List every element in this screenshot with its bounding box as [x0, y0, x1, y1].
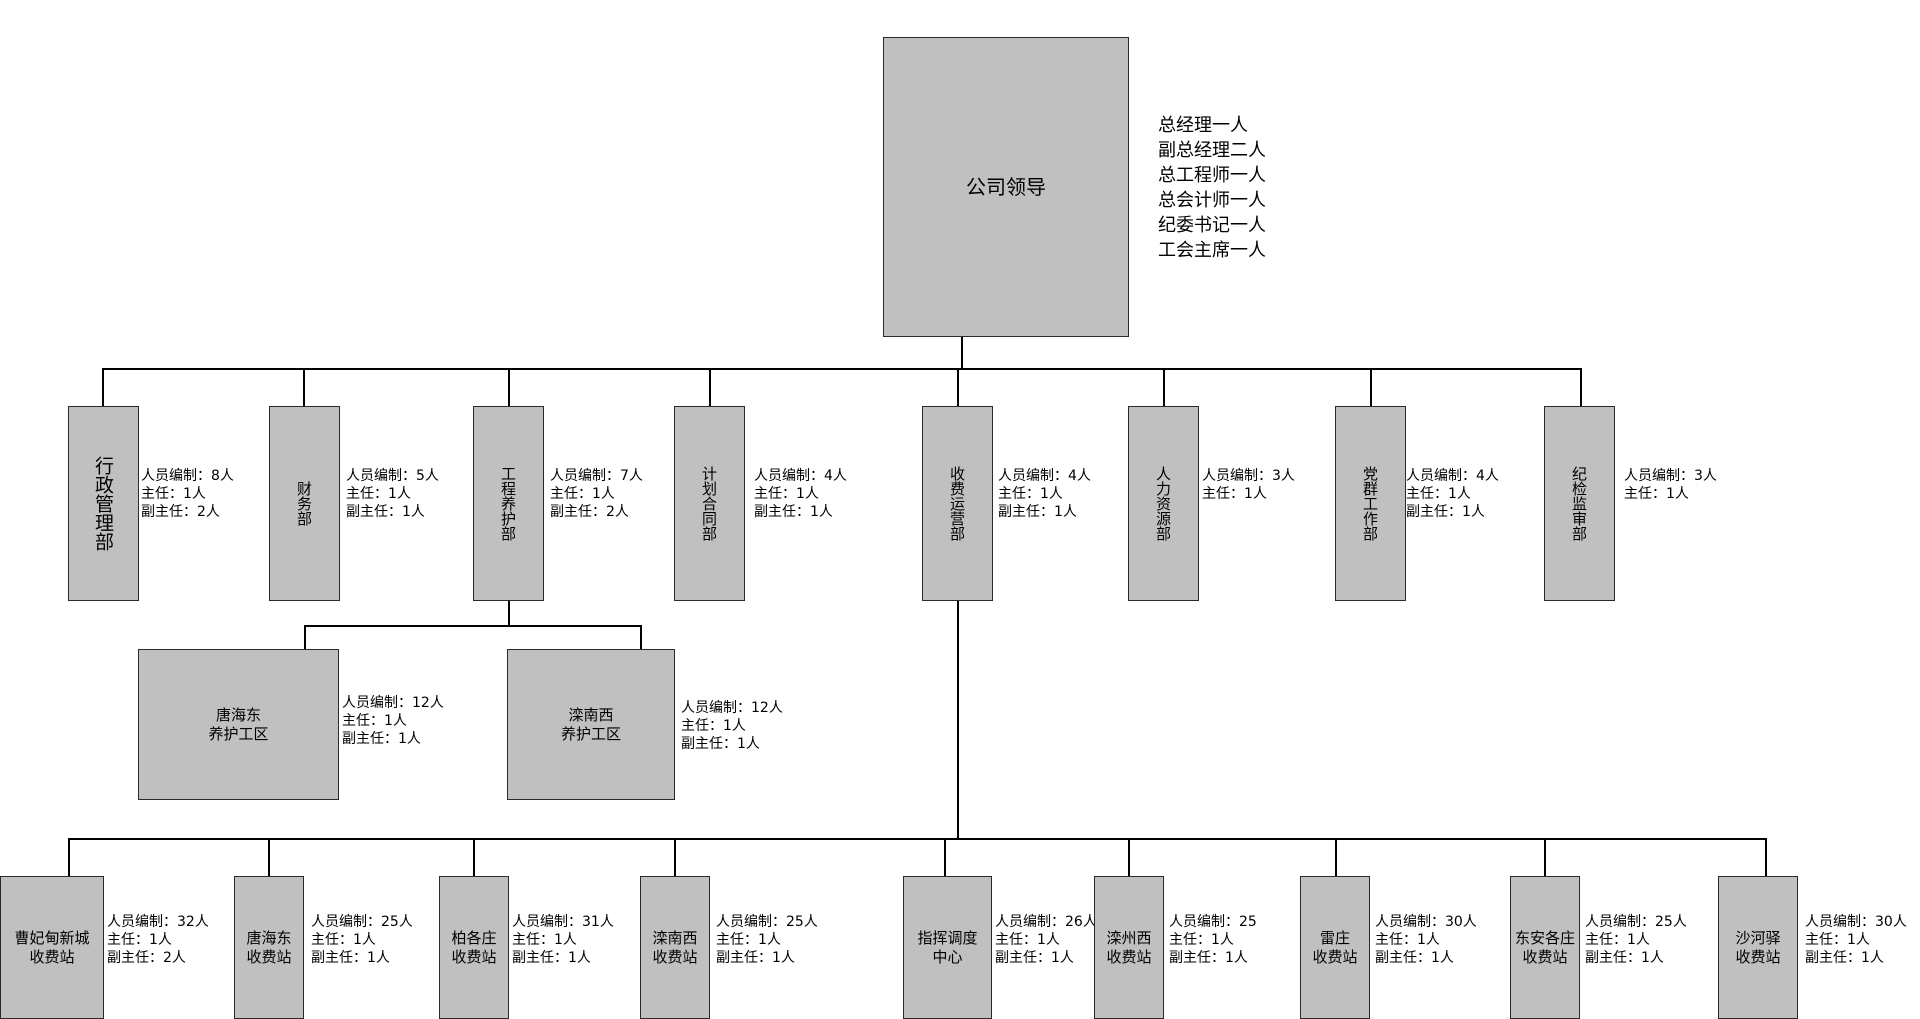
connector-dept-8: [1580, 368, 1582, 407]
station-notes: 人员编制：31人 主任：1人 副主任：1人: [512, 914, 614, 966]
dept-name: 工程养护部: [499, 466, 517, 541]
workarea-box: 滦南西 养护工区: [507, 649, 675, 800]
station-box: 滦南西 收费站: [640, 876, 710, 1019]
station-notes: 人员编制：32人 主任：1人 副主任：2人: [107, 914, 209, 966]
station-notes: 人员编制：25人 主任：1人 副主任：1人: [716, 914, 818, 966]
station-box: 柏各庄 收费站: [439, 876, 509, 1019]
connector-station-5: [944, 838, 946, 877]
dept-notes: 人员编制：4人 主任：1人 副主任：1人: [754, 468, 847, 520]
station-box: 沙河驿 收费站: [1718, 876, 1798, 1019]
connector-dept-2: [303, 368, 305, 407]
dept-notes: 人员编制：3人 主任：1人: [1624, 468, 1717, 502]
station-box: 雷庄 收费站: [1300, 876, 1370, 1019]
connector-workarea-2: [640, 625, 642, 649]
dept-notes: 人员编制：8人 主任：1人 副主任：2人: [141, 468, 234, 520]
connector-station-9: [1765, 838, 1767, 877]
dept-notes: 人员编制：4人 主任：1人 副主任：1人: [998, 468, 1091, 520]
connector-engineering-down: [508, 600, 510, 626]
dept-notes: 人员编制：7人 主任：1人 副主任：2人: [550, 468, 643, 520]
connector-dept-bus: [102, 368, 1582, 370]
dept-name: 人力资源部: [1154, 466, 1172, 541]
connector-dept-6: [1163, 368, 1165, 407]
station-name: 唐海东 收费站: [246, 928, 292, 966]
dept-box-finance: 财务部: [269, 406, 340, 601]
connector-station-3: [473, 838, 475, 877]
connector-dept-3: [508, 368, 510, 407]
station-name: 东安各庄 收费站: [1514, 928, 1575, 966]
station-notes: 人员编制：25人 主任：1人 副主任：1人: [311, 914, 413, 966]
connector-station-bus: [68, 838, 1767, 840]
workarea-name: 滦南西 养护工区: [560, 705, 621, 743]
station-name: 沙河驿 收费站: [1735, 928, 1781, 966]
station-name: 滦州西 收费站: [1106, 928, 1152, 966]
leader-notes: 总经理一人 副总经理二人 总工程师一人 总会计师一人 纪委书记一人 工会主席一人: [1158, 115, 1266, 261]
station-notes: 人员编制：30人 主任：1人 副主任：1人: [1805, 914, 1907, 966]
dept-box-discipline: 纪检监审部: [1544, 406, 1615, 601]
station-name: 曹妃甸新城 收费站: [14, 928, 90, 966]
dept-box-party: 党群工作部: [1335, 406, 1406, 601]
station-name: 柏各庄 收费站: [451, 928, 497, 966]
dept-name: 收费运营部: [948, 466, 966, 541]
connector-station-4: [674, 838, 676, 877]
connector-dept-1: [102, 368, 104, 407]
connector-workarea-1: [304, 625, 306, 649]
station-notes: 人员编制：26人 主任：1人 副主任：1人: [995, 914, 1097, 966]
station-name: 滦南西 收费站: [652, 928, 698, 966]
dept-notes: 人员编制：3人 主任：1人: [1202, 468, 1295, 502]
dept-name: 党群工作部: [1361, 466, 1379, 541]
dept-box-planning: 计划合同部: [674, 406, 745, 601]
connector-station-2: [268, 838, 270, 877]
station-box: 东安各庄 收费站: [1510, 876, 1580, 1019]
dept-box-hr: 人力资源部: [1128, 406, 1199, 601]
connector-dept-7: [1370, 368, 1372, 407]
station-box: 指挥调度 中心: [903, 876, 992, 1019]
dept-name: 计划合同部: [700, 466, 718, 541]
connector-station-6: [1128, 838, 1130, 877]
leader-title: 公司领导: [966, 174, 1046, 199]
station-name: 指挥调度 中心: [917, 928, 978, 966]
dept-box-engineering: 工程养护部: [473, 406, 544, 601]
station-notes: 人员编制：25 主任：1人 副主任：1人: [1169, 914, 1257, 966]
station-name: 雷庄 收费站: [1312, 928, 1358, 966]
workarea-name: 唐海东 养护工区: [208, 705, 269, 743]
dept-notes: 人员编制：5人 主任：1人 副主任：1人: [346, 468, 439, 520]
connector-dept-4: [709, 368, 711, 407]
connector-workarea-bus: [304, 625, 642, 627]
station-notes: 人员编制：30人 主任：1人 副主任：1人: [1375, 914, 1477, 966]
dept-notes: 人员编制：4人 主任：1人 副主任：1人: [1406, 468, 1499, 520]
workarea-notes: 人员编制：12人 主任：1人 副主任：1人: [681, 700, 783, 752]
connector-leader-down: [961, 337, 963, 369]
leader-box: 公司领导: [883, 37, 1129, 337]
dept-box-toll: 收费运营部: [922, 406, 993, 601]
dept-name: 财务部: [295, 481, 313, 526]
connector-dept-5: [957, 368, 959, 407]
connector-station-1: [68, 838, 70, 877]
station-box: 滦州西 收费站: [1094, 876, 1164, 1019]
workarea-notes: 人员编制：12人 主任：1人 副主任：1人: [342, 695, 444, 747]
dept-box-admin: 行政管理部: [68, 406, 139, 601]
connector-station-7: [1335, 838, 1337, 877]
connector-station-8: [1544, 838, 1546, 877]
station-notes: 人员编制：25人 主任：1人 副主任：1人: [1585, 914, 1687, 966]
workarea-box: 唐海东 养护工区: [138, 649, 339, 800]
station-box: 唐海东 收费站: [234, 876, 304, 1019]
connector-toll-down: [957, 600, 959, 840]
dept-name: 行政管理部: [92, 456, 114, 551]
dept-name: 纪检监审部: [1570, 466, 1588, 541]
station-box: 曹妃甸新城 收费站: [0, 876, 104, 1019]
